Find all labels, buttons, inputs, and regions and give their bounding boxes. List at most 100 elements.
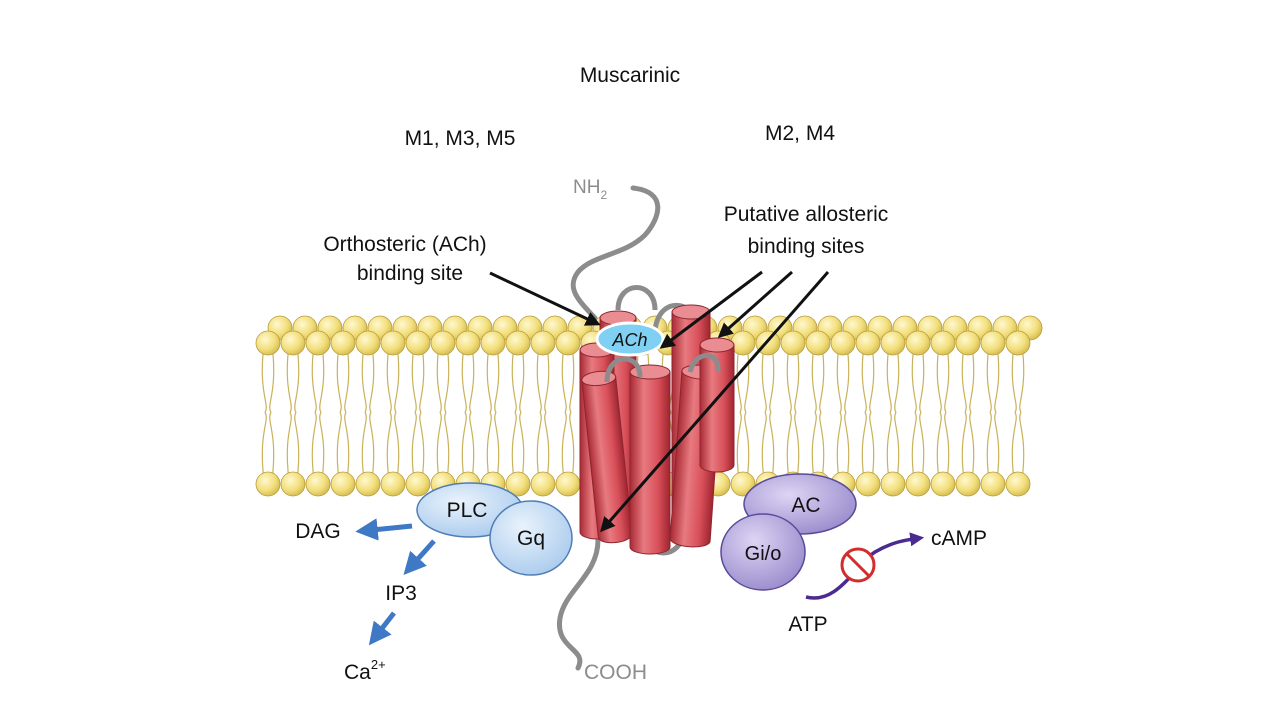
- lipid-head: [305, 471, 331, 497]
- lipid-tail: [986, 344, 992, 413]
- lipid-head: [355, 330, 381, 356]
- lipid-tail: [444, 412, 450, 481]
- lipid-head: [455, 330, 481, 356]
- lipid-tail: [494, 412, 500, 481]
- lipid-head: [555, 471, 581, 497]
- lipid-tail: [861, 412, 867, 481]
- lipid-tail: [786, 344, 792, 413]
- lipid-head: [1005, 330, 1031, 356]
- allosteric-site-arrow-3: [600, 271, 830, 533]
- lipid-tail: [361, 412, 367, 481]
- lipid-tail: [261, 344, 267, 413]
- lipid-head: [730, 330, 756, 356]
- lipid-head: [380, 330, 406, 356]
- lipid-head: [980, 330, 1006, 356]
- lipid-head: [855, 471, 881, 497]
- lipid-head: [380, 471, 406, 497]
- lipid-head: [305, 330, 331, 356]
- lipid-tail: [344, 344, 350, 413]
- lipid-tail: [786, 412, 792, 481]
- lipid-head: [905, 471, 931, 497]
- left-subtype-group-label: M1, M3, M5: [405, 127, 516, 150]
- extracellular-loop-3: [604, 356, 643, 383]
- lipid-tail: [311, 412, 317, 481]
- lipid-head: [955, 471, 981, 497]
- calcium-superscript: 2+: [371, 657, 386, 672]
- lipid-tail: [936, 344, 942, 413]
- lipid-head: [430, 330, 456, 356]
- lipid-head: [255, 330, 281, 356]
- transmembrane-helices: [579, 304, 735, 555]
- lipid-head: [930, 471, 956, 497]
- lipid-tail: [469, 412, 475, 481]
- lipid-tail: [869, 344, 875, 413]
- lipid-tail: [361, 344, 367, 413]
- lipid-tail: [486, 344, 492, 413]
- lipid-head: [905, 330, 931, 356]
- lipid-tail: [1011, 412, 1017, 481]
- lipid-head: [505, 471, 531, 497]
- lipid-tail: [886, 344, 892, 413]
- lipid-tail: [369, 412, 375, 481]
- dag-arrow: [355, 518, 413, 541]
- lipid-tail: [744, 412, 750, 481]
- c-terminus-label: COOH: [584, 661, 647, 684]
- lipid-tail: [269, 412, 275, 481]
- orthosteric-site-arrow: [489, 271, 601, 326]
- lipid-tail: [294, 412, 300, 481]
- lipid-tail: [894, 412, 900, 481]
- lipid-tail: [811, 412, 817, 481]
- lipid-tail: [761, 344, 767, 413]
- lipid-head: [830, 330, 856, 356]
- extracellular-loop-4: [687, 353, 721, 373]
- lipid-head: [855, 330, 881, 356]
- lipid-tail: [994, 344, 1000, 413]
- orthosteric-site-label-line1: Orthosteric (ACh): [323, 233, 486, 256]
- lipid-tail: [419, 344, 425, 413]
- lipid-tail: [444, 344, 450, 413]
- lipid-head: [280, 330, 306, 356]
- lipid-tail: [336, 344, 342, 413]
- lipid-tail: [561, 412, 567, 481]
- lipid-tail: [869, 412, 875, 481]
- transmembrane-helix-right: [699, 337, 735, 473]
- lipid-tail: [861, 344, 867, 413]
- gio-protein: [720, 513, 806, 591]
- lipid-tail: [819, 344, 825, 413]
- lipid-head: [530, 471, 556, 497]
- diagram-title: Muscarinic: [580, 64, 680, 87]
- lipid-head: [980, 471, 1006, 497]
- lipid-tail: [819, 412, 825, 481]
- adenylyl-cyclase-label: AC: [791, 494, 820, 517]
- lipid-tail: [486, 412, 492, 481]
- lipid-tail: [969, 344, 975, 413]
- lipid-tail: [894, 344, 900, 413]
- lipid-head: [480, 330, 506, 356]
- calcium-label: Ca2+: [344, 657, 386, 684]
- camp-label: cAMP: [931, 527, 987, 550]
- lipid-tail: [536, 344, 542, 413]
- gq-protein: [489, 500, 573, 576]
- lipid-tail: [961, 412, 967, 481]
- lipid-head: [930, 330, 956, 356]
- lipid-tail: [286, 412, 292, 481]
- lipid-tail: [519, 344, 525, 413]
- n-terminus-label: NH2: [573, 177, 607, 202]
- lipid-tail: [319, 344, 325, 413]
- lipid-tail: [419, 412, 425, 481]
- lipid-head: [330, 471, 356, 497]
- lipid-tail: [794, 344, 800, 413]
- lipid-tail: [1019, 344, 1025, 413]
- lipid-tail: [461, 412, 467, 481]
- lipid-tail: [461, 344, 467, 413]
- right-subtype-group-label: M2, M4: [765, 122, 835, 145]
- lipid-tail: [944, 344, 950, 413]
- lipid-tail: [344, 412, 350, 481]
- lipid-tail: [269, 344, 275, 413]
- lipid-tail: [544, 344, 550, 413]
- lipid-tail: [744, 344, 750, 413]
- lipid-head: [555, 330, 581, 356]
- lipid-tail: [794, 412, 800, 481]
- allosteric-site-label-line1: Putative allosteric: [724, 203, 889, 226]
